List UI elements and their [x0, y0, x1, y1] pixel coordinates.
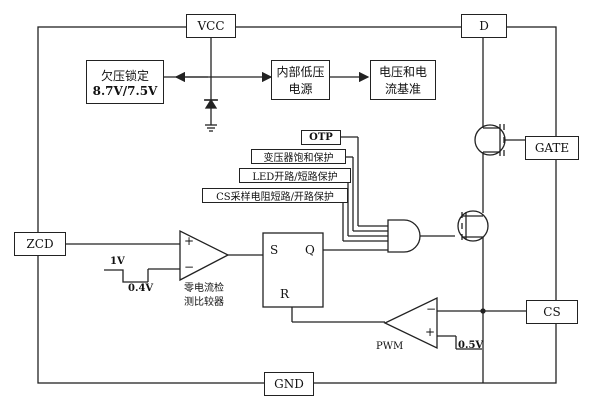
comparator-name-line2: 测比较器	[184, 297, 224, 308]
ref-line2: 流基准	[384, 82, 421, 96]
gnd-pin: GND	[264, 372, 314, 396]
gate-pin: GATE	[525, 136, 579, 160]
cs-pin: CS	[526, 300, 578, 324]
transformer-protection: 变压器饱和保护	[251, 149, 346, 164]
ref-line1: 电压和电	[378, 65, 427, 79]
led-protection: LED开路/短路保护	[239, 168, 351, 183]
pwm-plus: +	[425, 325, 436, 339]
ldo-block: 内部低压 电源	[271, 60, 330, 100]
ref-04v-label: 0.4V	[128, 283, 154, 294]
latch-r: R	[280, 287, 290, 301]
gnd-label: GND	[274, 377, 304, 391]
latch-q: Q	[305, 243, 315, 257]
zcd-pin: ZCD	[14, 232, 66, 256]
vcc-pin: VCC	[186, 14, 236, 38]
pwm-ref-label: 0.5V	[458, 340, 484, 351]
pwm-label: PWM	[376, 341, 404, 352]
uvlo-block: 欠压锁定 8.7V/7.5V	[86, 60, 164, 104]
uvlo-line1: 欠压锁定	[100, 68, 149, 83]
latch-s: S	[270, 243, 279, 257]
cs-label: CS	[543, 305, 561, 319]
reference-block: 电压和电 流基准	[370, 60, 436, 100]
ldo-line2: 电源	[288, 82, 313, 96]
led-label: LED开路/短路保护	[252, 172, 338, 183]
d-pin: D	[461, 14, 507, 38]
uvlo-line2: 8.7V/7.5V	[92, 83, 158, 98]
ref-1v-label: 1V	[110, 256, 125, 267]
d-label: D	[479, 19, 489, 33]
cs-resistor-protection: CS采样电阻短路/开路保护	[202, 188, 348, 203]
vcc-label: VCC	[197, 19, 225, 33]
otp-label: OTP	[309, 132, 333, 143]
zcd-label: ZCD	[26, 237, 54, 251]
pwm-minus: −	[426, 302, 437, 316]
comparator-name-line1: 零电流检	[184, 283, 224, 294]
cs-resistor-label: CS采样电阻短路/开路保护	[216, 192, 334, 203]
transformer-label: 变压器饱和保护	[263, 153, 334, 164]
gate-label: GATE	[534, 141, 570, 155]
comparator-minus: −	[184, 260, 195, 274]
ldo-line1: 内部低压	[276, 65, 325, 79]
comparator-plus: +	[184, 234, 195, 248]
otp-protection: OTP	[301, 130, 341, 145]
